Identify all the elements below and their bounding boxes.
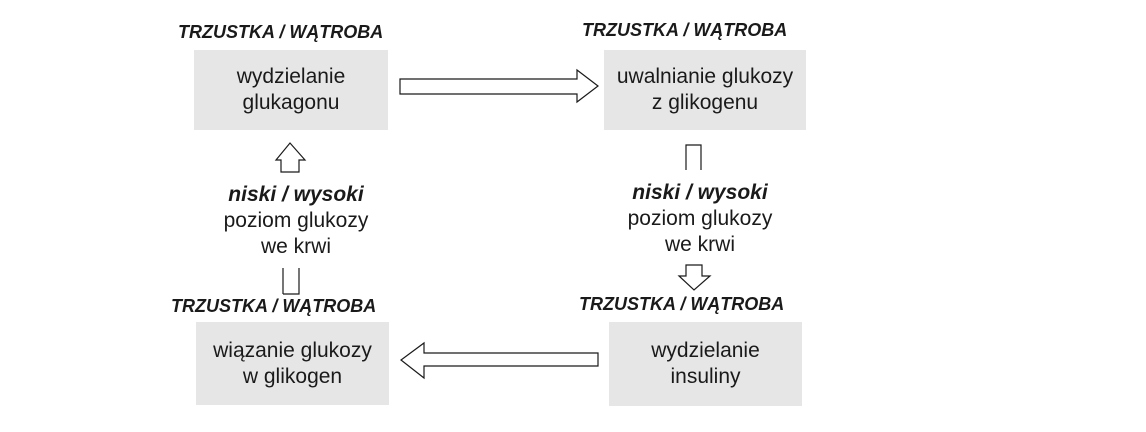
organ-label-bottom-right: TRZUSTKA / WĄTROBA <box>579 294 785 314</box>
level-line: we krwi <box>260 235 331 258</box>
organ-label-top-left: TRZUSTKA / WĄTROBA <box>178 22 384 42</box>
arrow-stem-left-icon <box>282 268 300 295</box>
glucose-level-right: niski / wysoki poziom glukozy we krwi <box>600 180 800 258</box>
level-choice: niski / wysoki <box>632 181 768 204</box>
organ-label-top-right: TRZUSTKA / WĄTROBA <box>582 20 788 40</box>
arrow-stem-right-icon <box>685 144 702 170</box>
box-line: wydzielanie <box>651 339 760 362</box>
box-line: glukagonu <box>242 91 340 114</box>
organ-label-bottom-left: TRZUSTKA / WĄTROBA <box>171 296 377 316</box>
box-line: insuliny <box>670 365 741 388</box>
box-line: z glikogenu <box>651 91 759 114</box>
arrow-left-icon <box>400 341 599 380</box>
box-glycogen-binding: wiązanie glukozy w glikogen <box>196 322 389 405</box>
level-line: poziom glukozy <box>627 207 773 230</box>
level-choice: niski / wysoki <box>228 183 364 206</box>
box-line: uwalnianie glukozy <box>616 65 794 88</box>
arrow-down-icon <box>677 264 712 291</box>
glucose-level-left: niski / wysoki poziom glukozy we krwi <box>196 182 396 260</box>
box-insulin-secretion: wydzielanie insuliny <box>609 322 802 406</box>
box-glucagon-secretion: wydzielanie glukagonu <box>194 50 388 130</box>
box-line: wiązanie glukozy <box>213 338 372 362</box>
level-line: we krwi <box>664 233 735 256</box>
arrow-up-icon <box>274 142 307 173</box>
box-line: w glikogen <box>242 364 343 388</box>
box-line: wydzielanie <box>236 65 346 88</box>
box-glucose-release: uwalnianie glukozy z glikogenu <box>604 50 806 130</box>
arrow-right-icon <box>399 68 599 104</box>
level-line: poziom glukozy <box>223 209 369 232</box>
